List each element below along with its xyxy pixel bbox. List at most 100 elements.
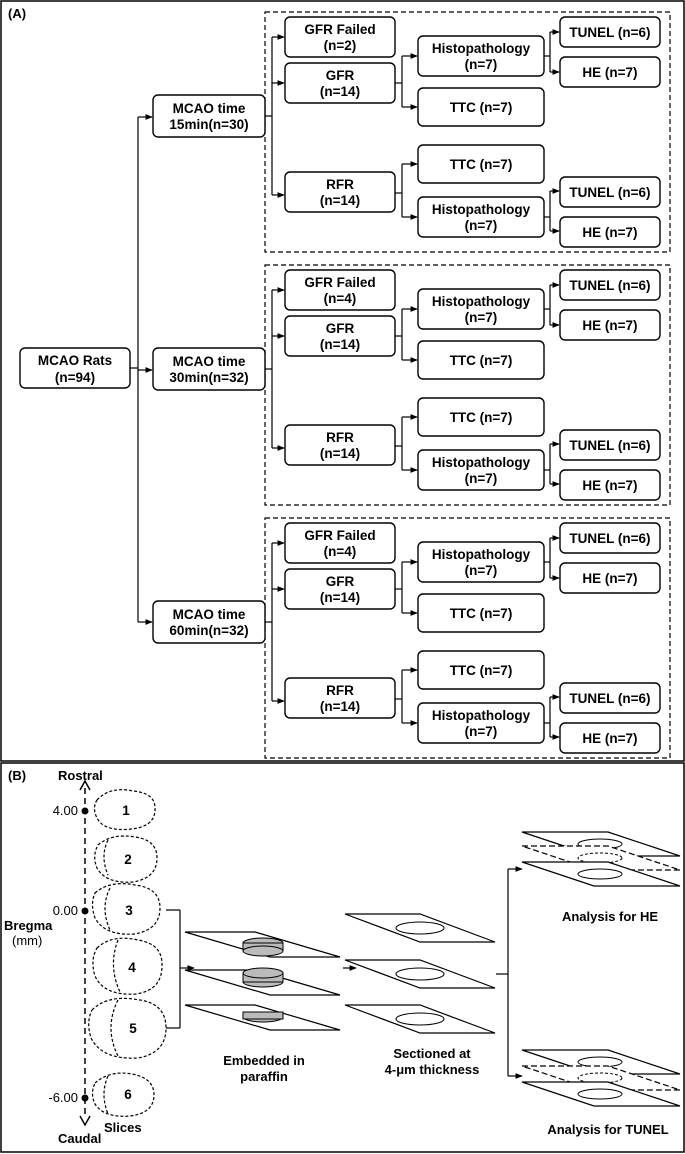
rfr-he-box: HE (n=7) bbox=[559, 722, 661, 754]
svg-text:5: 5 bbox=[129, 1021, 137, 1036]
tunel-analysis-stack bbox=[521, 1049, 681, 1107]
rfr-box: RFR(n=14) bbox=[284, 677, 396, 719]
svg-text:TUNEL (n=6): TUNEL (n=6) bbox=[569, 185, 650, 200]
svg-text:30min(n=32): 30min(n=32) bbox=[169, 370, 248, 385]
brain-slice-6: 6 bbox=[91, 1072, 155, 1117]
gfr-he-box: HE (n=7) bbox=[559, 309, 661, 341]
embedded-label-2: paraffin bbox=[240, 1069, 288, 1084]
paraffin-embedding-stack bbox=[184, 931, 341, 1031]
svg-text:(n=4): (n=4) bbox=[324, 291, 357, 306]
svg-text:2: 2 bbox=[124, 852, 132, 867]
svg-text:TTC (n=7): TTC (n=7) bbox=[450, 353, 513, 368]
svg-text:MCAO time: MCAO time bbox=[173, 607, 246, 622]
rfr-tunel-box: TUNEL (n=6) bbox=[559, 176, 661, 208]
svg-text:(n=94): (n=94) bbox=[55, 370, 95, 385]
svg-text:HE (n=7): HE (n=7) bbox=[582, 571, 637, 586]
svg-text:1: 1 bbox=[122, 803, 130, 818]
gfr-tunel-box: TUNEL (n=6) bbox=[559, 269, 661, 301]
svg-text:3: 3 bbox=[125, 903, 133, 918]
svg-text:6: 6 bbox=[124, 1087, 132, 1102]
sectioned-label-1: Sectioned at bbox=[393, 1046, 471, 1061]
svg-text:HE (n=7): HE (n=7) bbox=[582, 65, 637, 80]
sectioned-slides bbox=[344, 913, 496, 1034]
analysis-he-label: Analysis for HE bbox=[562, 909, 658, 924]
panel-a-border bbox=[0, 0, 685, 762]
panel-b-border bbox=[0, 762, 685, 1153]
svg-text:60min(n=32): 60min(n=32) bbox=[169, 623, 248, 638]
tick-4-label: 4.00 bbox=[53, 803, 78, 818]
panel-b-label: (B) bbox=[8, 768, 26, 783]
svg-text:(n=14): (n=14) bbox=[320, 590, 360, 605]
gfr-box: GFR(n=14) bbox=[284, 62, 396, 104]
svg-text:(n=7): (n=7) bbox=[465, 563, 498, 578]
svg-text:GFR Failed: GFR Failed bbox=[304, 275, 375, 290]
svg-text:(n=2): (n=2) bbox=[324, 38, 357, 53]
gfr-tunel-box: TUNEL (n=6) bbox=[559, 16, 661, 48]
gfr-failed-box: GFR Failed(n=4) bbox=[284, 522, 396, 564]
svg-text:TUNEL (n=6): TUNEL (n=6) bbox=[569, 531, 650, 546]
rfr-histopathology-box: Histopathology(n=7) bbox=[417, 449, 545, 491]
svg-text:RFR: RFR bbox=[326, 177, 354, 192]
rostral-caudal-axis bbox=[79, 779, 91, 1127]
svg-text:TTC (n=7): TTC (n=7) bbox=[450, 157, 513, 172]
gfr-histopathology-box: Histopathology(n=7) bbox=[417, 541, 545, 583]
root-connector bbox=[130, 114, 153, 625]
unit-label: (mm) bbox=[12, 933, 42, 948]
svg-text:(n=14): (n=14) bbox=[320, 446, 360, 461]
gfr-ttc-box: TTC (n=7) bbox=[417, 340, 545, 380]
svg-text:GFR Failed: GFR Failed bbox=[304, 22, 375, 37]
brain-slice-5: 5 bbox=[88, 997, 167, 1059]
caudal-label: Caudal bbox=[58, 1131, 101, 1146]
slices-label: Slices bbox=[104, 1120, 142, 1135]
svg-text:(n=14): (n=14) bbox=[320, 337, 360, 352]
brain-slice-1: 1 bbox=[93, 789, 156, 831]
svg-text:15min(n=30): 15min(n=30) bbox=[169, 117, 248, 132]
svg-text:Histopathology: Histopathology bbox=[432, 41, 531, 56]
svg-text:HE (n=7): HE (n=7) bbox=[582, 225, 637, 240]
rfr-box: RFR(n=14) bbox=[284, 424, 396, 466]
rostral-label: Rostral bbox=[58, 768, 103, 783]
rfr-ttc-box: TTC (n=7) bbox=[417, 397, 545, 437]
gfr-failed-box: GFR Failed(n=2) bbox=[284, 16, 396, 58]
svg-text:(n=4): (n=4) bbox=[324, 544, 357, 559]
svg-text:(n=7): (n=7) bbox=[465, 724, 498, 739]
svg-text:RFR: RFR bbox=[326, 683, 354, 698]
tick-minus6-label: -6.00 bbox=[48, 1090, 78, 1105]
svg-text:TUNEL (n=6): TUNEL (n=6) bbox=[569, 438, 650, 453]
rfr-box: RFR(n=14) bbox=[284, 171, 396, 213]
svg-text:Histopathology: Histopathology bbox=[432, 202, 531, 217]
bregma-label: Bregma bbox=[4, 918, 53, 933]
rfr-histopathology-box: Histopathology(n=7) bbox=[417, 702, 545, 744]
sectioned-label-2: 4-μm thickness bbox=[385, 1062, 480, 1077]
rfr-he-box: HE (n=7) bbox=[559, 469, 661, 501]
analysis-tunel-label: Analysis for TUNEL bbox=[547, 1122, 668, 1137]
svg-text:MCAO time: MCAO time bbox=[173, 354, 246, 369]
tick-0-label: 0.00 bbox=[53, 903, 78, 918]
gfr-histopathology-box: Histopathology(n=7) bbox=[417, 35, 545, 77]
svg-text:TUNEL (n=6): TUNEL (n=6) bbox=[569, 691, 650, 706]
svg-text:GFR: GFR bbox=[326, 68, 355, 83]
gfr-he-box: HE (n=7) bbox=[559, 56, 661, 88]
svg-text:(n=14): (n=14) bbox=[320, 84, 360, 99]
rfr-ttc-box: TTC (n=7) bbox=[417, 144, 545, 184]
svg-text:(n=7): (n=7) bbox=[465, 57, 498, 72]
svg-text:TTC (n=7): TTC (n=7) bbox=[450, 663, 513, 678]
gfr-box: GFR(n=14) bbox=[284, 568, 396, 610]
gfr-failed-box: GFR Failed(n=4) bbox=[284, 269, 396, 311]
he-analysis-stack bbox=[521, 831, 681, 887]
brain-slice-2: 2 bbox=[94, 835, 158, 883]
gfr-tunel-box: TUNEL (n=6) bbox=[559, 522, 661, 554]
svg-text:(n=7): (n=7) bbox=[465, 310, 498, 325]
svg-text:(n=7): (n=7) bbox=[465, 218, 498, 233]
svg-text:Histopathology: Histopathology bbox=[432, 455, 531, 470]
svg-text:TTC (n=7): TTC (n=7) bbox=[450, 100, 513, 115]
svg-text:GFR: GFR bbox=[326, 321, 355, 336]
root-box: MCAO Rats (n=94) bbox=[19, 347, 131, 389]
gfr-ttc-box: TTC (n=7) bbox=[417, 593, 545, 633]
